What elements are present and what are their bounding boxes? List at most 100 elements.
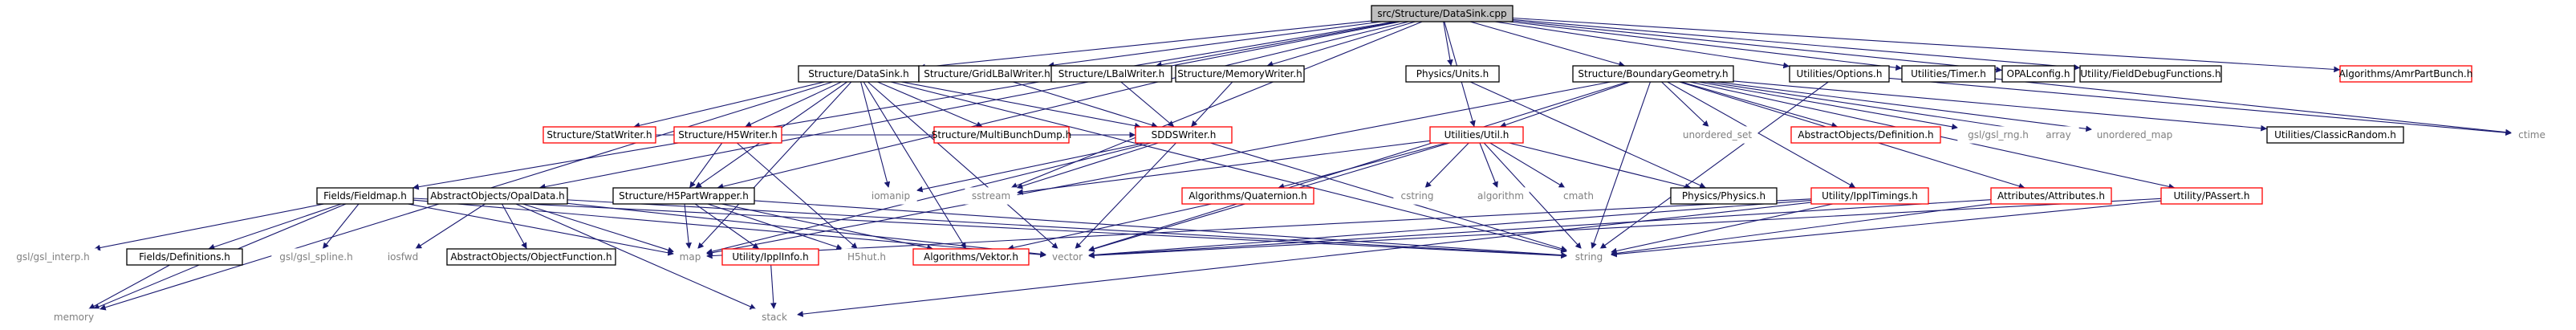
- node-sddswriter[interactable]: SDDSWriter.h: [1135, 126, 1233, 144]
- node-amrpart[interactable]: Algorithms/AmrPartBunch.h: [2339, 65, 2473, 83]
- node-datasink_h[interactable]: Structure/DataSink.h: [798, 65, 920, 83]
- node-label: Utility/IpplInfo.h: [732, 251, 808, 263]
- node-box: [1789, 65, 1890, 83]
- node-box: [1472, 187, 1530, 205]
- edge-boundgeom-to-util_h: [1499, 81, 1631, 128]
- node-gsl_spline: gsl/gsl_spline.h: [271, 248, 361, 266]
- node-label: string: [1575, 251, 1603, 263]
- node-fielddebug[interactable]: Utility/FieldDebugFunctions.h: [2079, 65, 2222, 83]
- node-opalconfig[interactable]: OPALconfig.h: [2001, 65, 2075, 83]
- node-label: H5hut.h: [847, 251, 886, 263]
- edge-datasink_h-to-h5writer: [745, 81, 842, 128]
- edge-ipplinfo-to-stack: [770, 264, 777, 310]
- edge-boundgeom-to-abs_def: [1680, 81, 1839, 128]
- edge-units-to-physics: [1470, 81, 1706, 189]
- node-opaldata[interactable]: AbstractObjects/OpalData.h: [427, 187, 568, 205]
- edge-sddswriter-to-sstream: [1016, 142, 1159, 189]
- node-box: [912, 248, 1030, 266]
- node-abs_def[interactable]: AbstractObjects/Definition.h: [1790, 126, 1941, 144]
- edge-options-to-string: [1599, 81, 1829, 250]
- node-label: iomanip: [872, 190, 910, 202]
- edge-datasink_h-to-multibunch: [877, 81, 983, 128]
- node-label: Utilities/Timer.h: [1911, 68, 1986, 79]
- node-classicrandom[interactable]: Utilities/ClassicRandom.h: [2266, 126, 2404, 144]
- edge-root-to-units: [1443, 21, 1453, 67]
- edge-passert-to-string: [1610, 200, 2162, 258]
- node-label: Structure/StatWriter.h: [546, 129, 652, 141]
- edge-root-to-memwriter: [1266, 21, 1416, 67]
- edge-lbal-to-sddswriter: [1120, 81, 1175, 128]
- node-label: Structure/MemoryWriter.h: [1177, 68, 1302, 79]
- edge-util_h-to-algorithm: [1479, 142, 1498, 189]
- node-label: memory: [54, 312, 94, 323]
- node-units[interactable]: Physics/Units.h: [1405, 65, 1500, 83]
- node-label: Utilities/Options.h: [1797, 68, 1883, 79]
- node-algorithm: algorithm: [1472, 187, 1530, 205]
- node-gridlbal[interactable]: Structure/GridLBalWriter.h: [918, 65, 1056, 83]
- node-fields_def[interactable]: Fields/Definitions.h: [126, 248, 243, 266]
- edge-root-to-timer: [1509, 21, 1903, 71]
- node-box: [2091, 126, 2178, 144]
- node-multibunch[interactable]: Structure/MultiBunchDump.h: [932, 126, 1071, 144]
- edge-root-to-options: [1494, 21, 1790, 69]
- node-label: Physics/Units.h: [1416, 68, 1489, 79]
- edge-h5writer-to-h5partwrapper: [689, 142, 723, 189]
- node-ippltimings[interactable]: Utility/IpplTimings.h: [1810, 187, 1929, 205]
- edge-fieldmap-to-gsl_spline: [322, 203, 360, 250]
- node-cstring: cstring: [1393, 187, 1441, 205]
- edge-h5partwrapper-to-string: [754, 200, 1568, 259]
- node-objfunc[interactable]: AbstractObjects/ObjectFunction.h: [446, 248, 616, 266]
- node-options[interactable]: Utilities/Options.h: [1789, 65, 1890, 83]
- node-unordered_map: unordered_map: [2091, 126, 2178, 144]
- node-box: [1566, 248, 1611, 266]
- edge-opaldata-to-stack: [515, 203, 757, 310]
- node-h5writer[interactable]: Structure/H5Writer.h: [673, 126, 782, 144]
- edge-datasink_h-to-map: [697, 81, 852, 250]
- node-box: [542, 126, 656, 144]
- node-memwriter[interactable]: Structure/MemoryWriter.h: [1175, 65, 1305, 83]
- edge-boundgeom-to-map: [705, 81, 1611, 256]
- node-label: Fields/Definitions.h: [139, 251, 230, 263]
- edge-root-to-fielddebug: [1512, 18, 2081, 71]
- edge-sddswriter-to-map: [705, 142, 1152, 255]
- node-quaternion[interactable]: Algorithms/Quaternion.h: [1181, 187, 1314, 205]
- node-label: Algorithms/AmrPartBunch.h: [2339, 68, 2473, 79]
- edge-timer-to-ctime: [1994, 78, 2513, 136]
- node-vektor[interactable]: Algorithms/Vektor.h: [912, 248, 1030, 266]
- edge-opaldata-to-vector: [567, 202, 1047, 258]
- edge-h5partwrapper-to-map: [684, 203, 692, 250]
- node-statwriter[interactable]: Structure/StatWriter.h: [542, 126, 656, 144]
- node-box: [1558, 187, 1599, 205]
- node-box: [1670, 187, 1778, 205]
- node-util_h[interactable]: Utilities/Util.h: [1429, 126, 1524, 144]
- node-label: Utility/PAssert.h: [2174, 190, 2250, 202]
- edge-opaldata-to-objfunc: [502, 203, 527, 250]
- node-attributes[interactable]: Attributes/Attributes.h: [1990, 187, 2112, 205]
- node-passert[interactable]: Utility/PAssert.h: [2160, 187, 2263, 205]
- node-label: AbstractObjects/Definition.h: [1798, 129, 1933, 141]
- node-boundgeom[interactable]: Structure/BoundaryGeometry.h: [1572, 65, 1734, 83]
- node-box: [1990, 187, 2112, 205]
- node-fieldmap[interactable]: Fields/Fieldmap.h: [316, 187, 414, 205]
- node-string: string: [1566, 248, 1611, 266]
- node-box: [2266, 126, 2404, 144]
- node-physics[interactable]: Physics/Physics.h: [1670, 187, 1778, 205]
- node-ipplinfo[interactable]: Utility/IpplInfo.h: [721, 248, 819, 266]
- node-sstream: sstream: [965, 187, 1018, 205]
- node-box: [751, 308, 798, 326]
- edge-datasink_h-to-string: [890, 81, 1568, 254]
- edge-memwriter-to-sddswriter: [1190, 81, 1233, 128]
- node-h5partwrapper[interactable]: Structure/H5PartWrapper.h: [612, 187, 755, 205]
- edge-boundgeom-to-string: [1591, 81, 1652, 250]
- node-iomanip: iomanip: [864, 187, 917, 205]
- node-root[interactable]: src/Structure/DataSink.cpp: [1371, 5, 1514, 22]
- node-label: Structure/MultiBunchDump.h: [932, 129, 1071, 141]
- edge-options-to-ctime: [1888, 77, 2513, 136]
- node-label: iosfwd: [388, 251, 418, 263]
- node-label: Algorithms/Quaternion.h: [1188, 190, 1307, 202]
- edge-h5writer-to-h5hut: [737, 142, 858, 250]
- node-label: map: [680, 251, 701, 263]
- node-timer[interactable]: Utilities/Timer.h: [1901, 65, 1996, 83]
- node-lbal[interactable]: Structure/LBalWriter.h: [1050, 65, 1172, 83]
- node-box: [1790, 126, 1941, 144]
